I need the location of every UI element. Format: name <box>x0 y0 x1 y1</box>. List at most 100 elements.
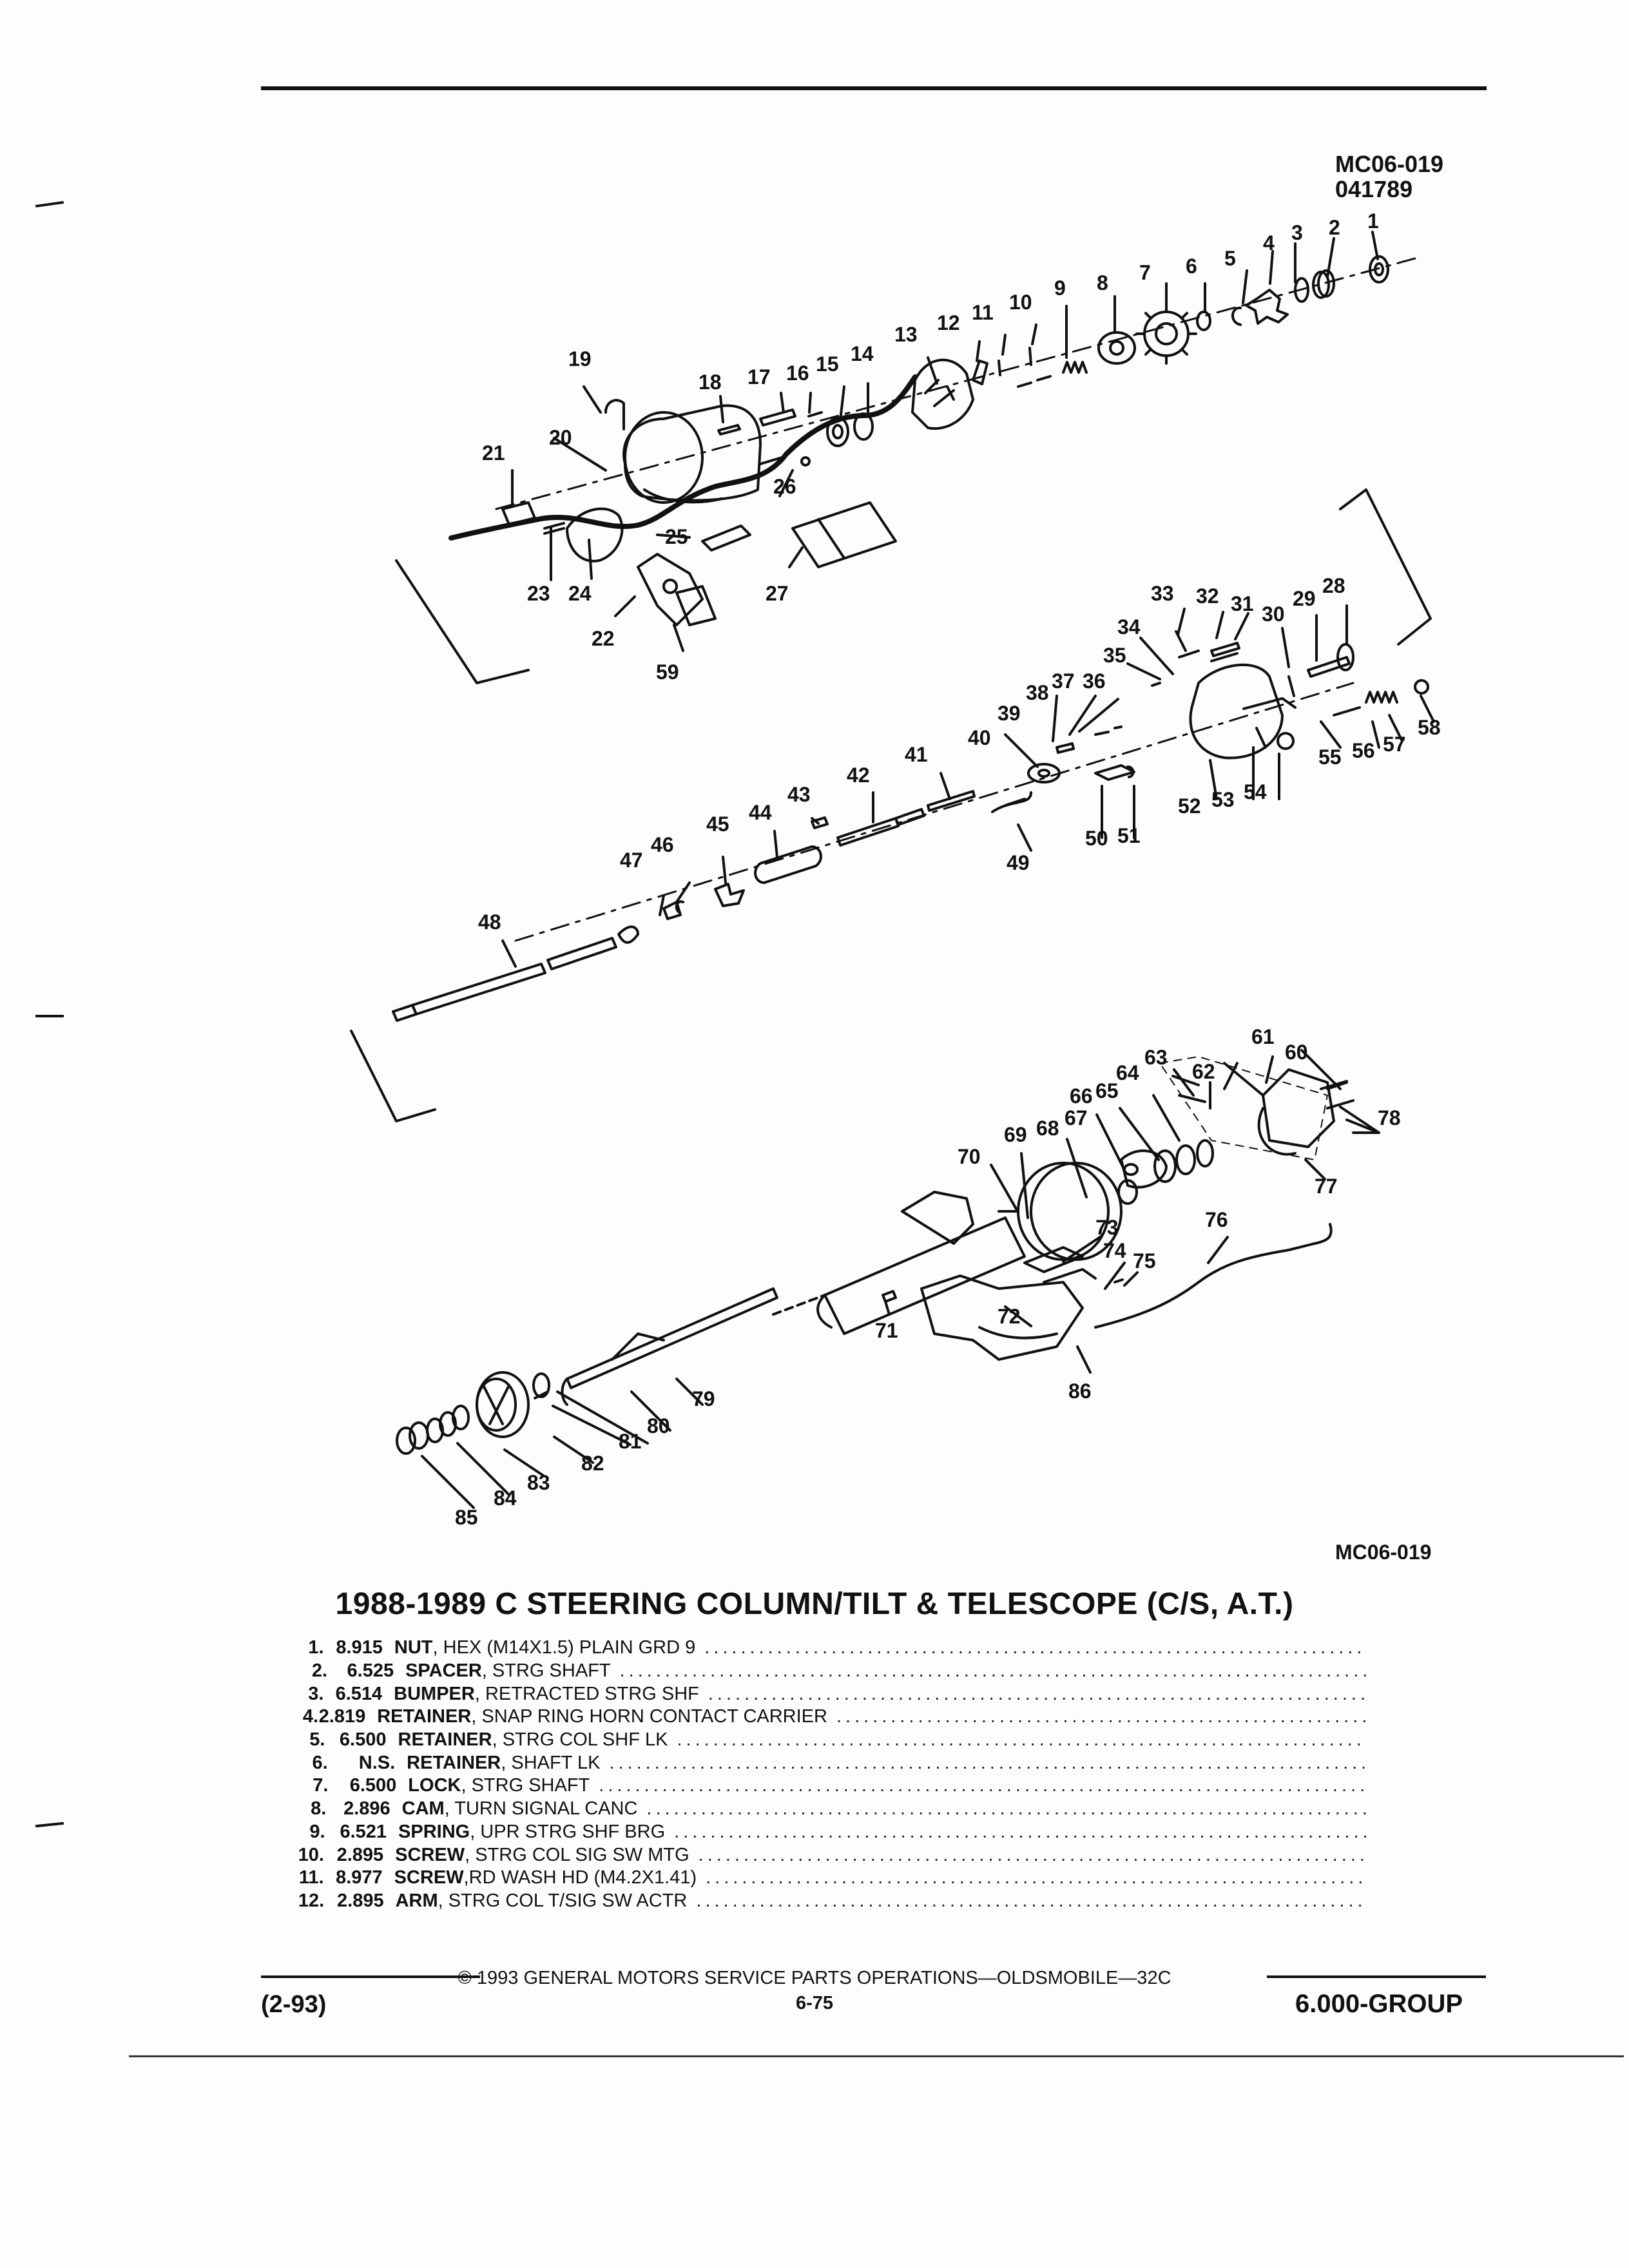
part-detail: , SNAP RING HORN CONTACT CARRIER <box>471 1706 827 1727</box>
callout-38: 38 <box>1026 681 1049 704</box>
group-number: 6.000-GROUP <box>1295 1990 1463 2018</box>
revision-date: (2-93) <box>261 1991 327 2018</box>
callout-18: 18 <box>699 370 722 394</box>
part-item-number: 6. <box>312 1752 328 1773</box>
callout-11: 11 <box>972 301 994 324</box>
callout-71: 71 <box>875 1319 898 1342</box>
callout-61: 61 <box>1251 1025 1275 1048</box>
callout-10: 10 <box>1009 291 1032 314</box>
callout-22: 22 <box>592 627 615 650</box>
callout-26: 26 <box>773 475 796 498</box>
callout-17: 17 <box>747 365 771 389</box>
part-item-number: 3. <box>308 1683 324 1704</box>
callout-62: 62 <box>1192 1060 1215 1083</box>
part-description: ARM, STRG COL T/SIG SW ACTR <box>396 1890 688 1912</box>
callout-5: 5 <box>1224 247 1236 270</box>
callout-69: 69 <box>1004 1123 1027 1146</box>
callout-29: 29 <box>1293 587 1316 610</box>
callout-37: 37 <box>1052 669 1075 693</box>
part-description: BUMPER, RETRACTED STRG SHF <box>394 1684 699 1705</box>
callout-53: 53 <box>1211 788 1235 811</box>
callout-73: 73 <box>1095 1216 1119 1239</box>
figure-id: MC06-019 <box>1335 151 1444 177</box>
callout-24: 24 <box>568 582 592 605</box>
callout-58: 58 <box>1418 716 1441 739</box>
callout-66: 66 <box>1070 1084 1093 1108</box>
part-detail: , SHAFT LK <box>501 1752 601 1773</box>
callout-35: 35 <box>1103 644 1126 667</box>
part-group-code: 6.525 <box>347 1660 394 1682</box>
page-number: 6-75 <box>795 1993 834 2013</box>
callout-20: 20 <box>549 426 572 449</box>
part-item-number: 10. <box>298 1844 324 1865</box>
page-title: 1988-1989 C STEERING COLUMN/TILT & TELES… <box>335 1587 1294 1621</box>
part-name: ARM <box>395 1890 438 1911</box>
steering-column-exploded-diagram: 1 2 3 4 5 6 7 8 9 10 11 12 13 14 15 16 1… <box>350 209 1441 1559</box>
part-detail: , UPR STRG SHF BRG <box>470 1821 666 1842</box>
callout-56: 56 <box>1352 739 1375 762</box>
callout-30: 30 <box>1262 602 1285 626</box>
part-description: LOCK, STRG SHAFT <box>408 1775 590 1796</box>
callout-79: 79 <box>692 1387 715 1410</box>
part-item-number: 11. <box>298 1867 324 1888</box>
part-description: SPACER, STRG SHAFT <box>405 1660 611 1682</box>
part-description: SCREW,RD WASH HD (M4.2X1.41) <box>394 1867 697 1888</box>
bottom-rule <box>129 2055 1624 2057</box>
part-item-number: 7. <box>313 1775 329 1796</box>
callout-72: 72 <box>998 1305 1021 1328</box>
part-group-code: 2.819 <box>318 1706 366 1727</box>
part-group-code: 6.514 <box>335 1683 383 1704</box>
callout-81: 81 <box>619 1430 642 1453</box>
callout-85: 85 <box>455 1506 478 1529</box>
part-description: RETAINER, SHAFT LK <box>407 1753 600 1774</box>
callout-6: 6 <box>1186 255 1197 278</box>
callout-74: 74 <box>1103 1239 1126 1262</box>
callout-51: 51 <box>1117 824 1141 847</box>
callout-60: 60 <box>1285 1041 1308 1064</box>
callout-46: 46 <box>651 833 674 856</box>
callout-7: 7 <box>1139 261 1151 284</box>
part-group-code: 8.977 <box>336 1867 383 1888</box>
callout-39: 39 <box>998 702 1021 725</box>
callout-31: 31 <box>1231 592 1254 615</box>
part-name: SPRING <box>398 1821 470 1842</box>
callout-44: 44 <box>749 801 772 824</box>
part-name: RETAINER <box>407 1752 501 1773</box>
callout-82: 82 <box>581 1452 604 1475</box>
part-detail: , STRG SHAFT <box>461 1775 590 1796</box>
footer-rule-right <box>1267 1975 1486 1978</box>
part-group-code: 2.895 <box>337 1890 384 1911</box>
callout-15: 15 <box>816 352 839 376</box>
callout-83: 83 <box>527 1471 550 1494</box>
leader-dots: ........................................… <box>646 1798 1366 1820</box>
callout-13: 13 <box>894 323 918 346</box>
callout-50: 50 <box>1085 827 1108 850</box>
part-detail: , STRG SHAFT <box>481 1660 611 1682</box>
callout-34: 34 <box>1117 615 1141 639</box>
copyright-line: © 1993 GENERAL MOTORS SERVICE PARTS OPER… <box>458 1968 1171 1988</box>
callout-77: 77 <box>1315 1175 1338 1198</box>
part-group-code: 8.915 <box>336 1637 383 1658</box>
callout-8: 8 <box>1097 271 1108 294</box>
callout-55: 55 <box>1318 745 1342 769</box>
callout-70: 70 <box>958 1145 981 1168</box>
leader-dots: ........................................… <box>609 1752 1366 1773</box>
callout-54: 54 <box>1244 780 1267 803</box>
leader-dots: ........................................… <box>677 1729 1366 1751</box>
callout-68: 68 <box>1036 1117 1059 1140</box>
leader-dots: ........................................… <box>674 1821 1366 1842</box>
part-description: CAM, TURN SIGNAL CANC <box>402 1798 638 1820</box>
callout-labels: 1 2 3 4 5 6 7 8 9 10 11 12 13 14 15 16 1… <box>455 209 1441 1559</box>
part-detail: , STRG COL SHF LK <box>492 1729 668 1751</box>
part-name: BUMPER <box>394 1683 475 1704</box>
part-name: RETAINER <box>377 1706 472 1727</box>
part-detail: , HEX (M14X1.5) PLAIN GRD 9 <box>432 1637 696 1658</box>
leader-dots: ........................................… <box>704 1637 1366 1658</box>
part-name: SCREW <box>394 1867 464 1888</box>
callout-65: 65 <box>1095 1079 1119 1102</box>
part-item-number: 9. <box>309 1821 325 1842</box>
